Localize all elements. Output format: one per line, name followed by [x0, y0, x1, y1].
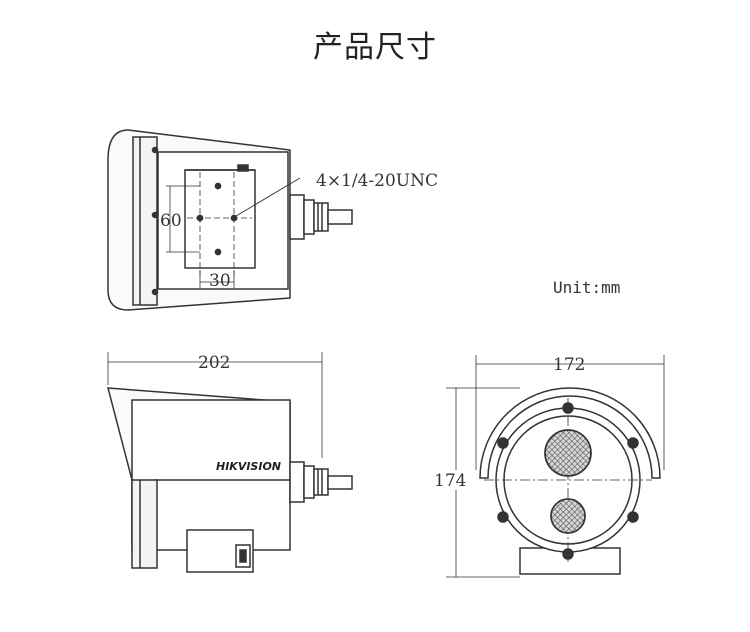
unit-label: Unit:mm — [553, 278, 620, 297]
length-dimension: 202 — [198, 353, 230, 373]
page-title: 产品尺寸 — [313, 30, 437, 65]
brand-logo: HIKVISION — [216, 460, 281, 473]
front-view — [446, 355, 665, 578]
mount-height-dimension: 60 — [160, 211, 182, 231]
mount-width-dimension: 30 — [209, 271, 231, 291]
height-dimension: 174 — [434, 471, 466, 491]
top-view — [107, 129, 353, 311]
side-view — [107, 352, 353, 573]
width-dimension: 172 — [553, 355, 585, 375]
thread-spec-label: 4×1/4-20UNC — [316, 171, 438, 191]
height-label-bg — [432, 470, 470, 490]
